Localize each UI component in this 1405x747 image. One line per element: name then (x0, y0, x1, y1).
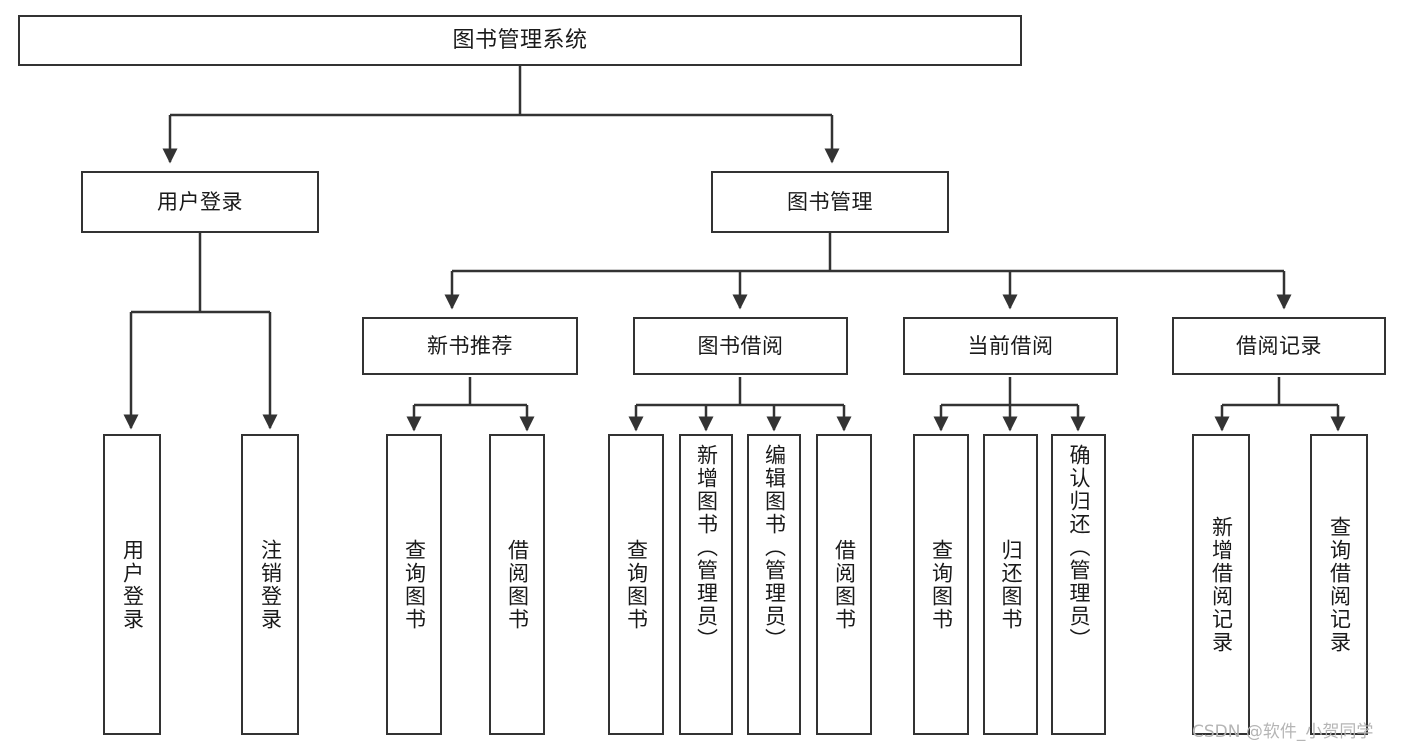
node-label: 查询图书 (624, 538, 649, 631)
leaf-add-book-admin[interactable]: 新增图书（管理员） (679, 434, 733, 735)
leaf-user-login[interactable]: 用户登录 (103, 434, 161, 735)
node-label: 借阅记录 (1236, 333, 1322, 358)
node-label: 新增图书（管理员） (694, 444, 719, 651)
node-label: 编辑图书（管理员） (762, 444, 787, 651)
leaf-add-borrow-record[interactable]: 新增借阅记录 (1192, 434, 1250, 735)
node-label: 查询图书 (402, 538, 427, 631)
node-book-borrow[interactable]: 图书借阅 (633, 317, 848, 375)
node-label: 图书借阅 (697, 333, 784, 358)
node-label: 新增借阅记录 (1209, 515, 1234, 654)
node-book-management[interactable]: 图书管理 (711, 171, 949, 233)
node-label: 图书管理系统 (452, 27, 588, 53)
node-label: 注销登录 (258, 538, 283, 631)
leaf-query-book-borrow[interactable]: 查询图书 (608, 434, 664, 735)
node-current-borrow[interactable]: 当前借阅 (903, 317, 1118, 375)
leaf-return-book[interactable]: 归还图书 (983, 434, 1038, 735)
node-label: 借阅图书 (505, 538, 530, 631)
node-new-book-recommend[interactable]: 新书推荐 (362, 317, 578, 375)
csdn-watermark: CSDN @软件_小贺同学 (1192, 722, 1374, 742)
leaf-edit-book-admin[interactable]: 编辑图书（管理员） (747, 434, 801, 735)
node-label: 查询借阅记录 (1327, 515, 1352, 654)
node-label: 图书管理 (787, 189, 873, 214)
node-user-login[interactable]: 用户登录 (81, 171, 319, 233)
leaf-borrow-book-recommend[interactable]: 借阅图书 (489, 434, 545, 735)
leaf-query-borrow-record[interactable]: 查询借阅记录 (1310, 434, 1368, 735)
node-label: 当前借阅 (967, 333, 1054, 358)
leaf-query-book-recommend[interactable]: 查询图书 (386, 434, 442, 735)
node-label: 归还图书 (999, 538, 1023, 631)
leaf-borrow-book[interactable]: 借阅图书 (816, 434, 872, 735)
leaf-confirm-return-admin[interactable]: 确认归还（管理员） (1051, 434, 1106, 735)
node-borrow-record[interactable]: 借阅记录 (1172, 317, 1386, 375)
node-label: 查询图书 (929, 538, 954, 631)
leaf-query-book-current[interactable]: 查询图书 (913, 434, 969, 735)
leaf-logout[interactable]: 注销登录 (241, 434, 299, 735)
node-label: 确认归还（管理员） (1067, 444, 1091, 651)
node-label: 借阅图书 (832, 538, 857, 631)
node-label: 用户登录 (120, 538, 145, 631)
node-root-book-management-system[interactable]: 图书管理系统 (18, 15, 1022, 66)
node-label: 用户登录 (157, 189, 243, 214)
node-label: 新书推荐 (427, 333, 513, 358)
